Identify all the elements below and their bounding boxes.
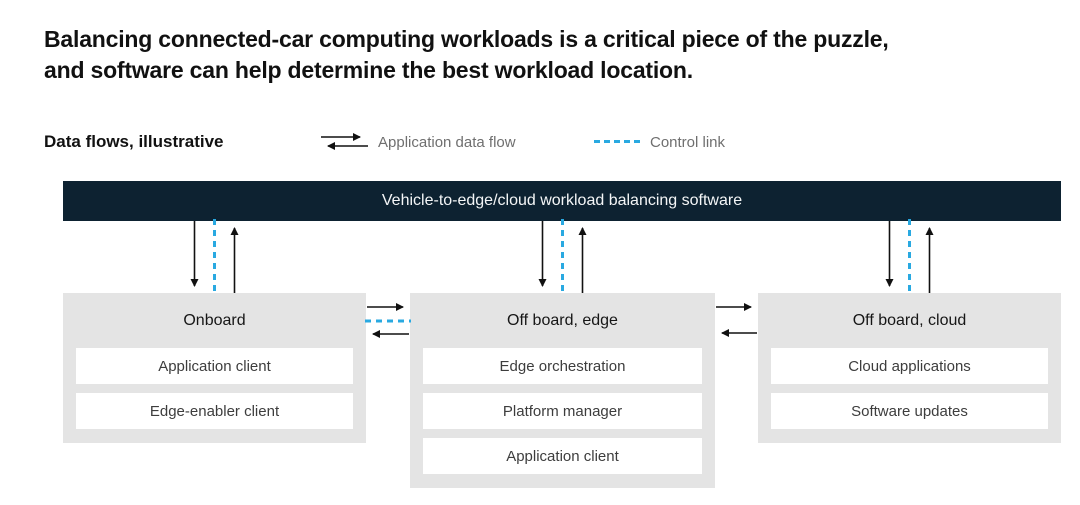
node-software-updates: Software updates bbox=[771, 393, 1048, 429]
node-platform-manager: Platform manager bbox=[423, 393, 702, 429]
workload-balancing-software-label: Vehicle-to-edge/cloud workload balancing… bbox=[381, 192, 743, 209]
node-onboard-title: Onboard bbox=[183, 311, 246, 329]
arrows-bar-edge bbox=[538, 219, 587, 295]
control-link-dash-icon bbox=[594, 140, 640, 143]
figure-title: Balancing connected-car computing worklo… bbox=[44, 24, 1054, 86]
legend-app-data-flow-label: Application data flow bbox=[378, 134, 516, 151]
legend-title: Data flows, illustrative bbox=[44, 132, 224, 151]
node-onboard-application-client: Application client bbox=[76, 348, 353, 384]
workload-balancing-software-bar: Vehicle-to-edge/cloud workload balancing… bbox=[63, 181, 1061, 221]
arrows-bar-cloud bbox=[885, 219, 934, 295]
arrows-edge-cloud bbox=[716, 303, 757, 337]
node-onboard-edge-enabler-client: Edge-enabler client bbox=[76, 393, 353, 429]
node-edge-orchestration: Edge orchestration bbox=[423, 348, 702, 384]
arrows-onboard-edge bbox=[365, 303, 411, 338]
node-cloud-applications: Cloud applications bbox=[771, 348, 1048, 384]
node-offboard-cloud: Off board, cloud Cloud applications Soft… bbox=[758, 293, 1061, 443]
legend-control-link-label: Control link bbox=[650, 134, 726, 151]
node-edge-application-client: Application client bbox=[423, 438, 702, 474]
figure-title-line2: and software can help determine the best… bbox=[44, 57, 693, 83]
application-data-flow-icon bbox=[321, 133, 368, 150]
node-offboard-edge: Off board, edge Edge orchestration Platf… bbox=[410, 293, 715, 488]
node-offboard-cloud-title: Off board, cloud bbox=[852, 311, 967, 329]
node-onboard: Onboard Application client Edge-enabler … bbox=[63, 293, 366, 443]
node-offboard-edge-title: Off board, edge bbox=[507, 311, 618, 329]
figure-title-line1: Balancing connected-car computing worklo… bbox=[44, 26, 889, 52]
arrows-bar-onboard bbox=[190, 219, 239, 295]
